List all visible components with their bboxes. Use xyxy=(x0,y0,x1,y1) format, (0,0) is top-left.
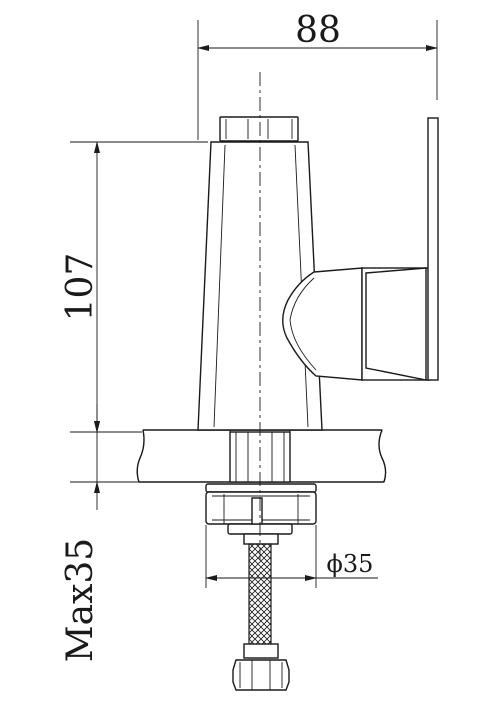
height-dimension: 107 xyxy=(60,141,208,433)
max-thickness-label: Max35 xyxy=(60,538,101,662)
width-label: 88 xyxy=(295,10,341,51)
height-label: 107 xyxy=(60,253,101,322)
hole-diameter-dimension: ϕ35 xyxy=(205,525,378,588)
hole-diameter-label: ϕ35 xyxy=(327,550,374,578)
mounting-nut xyxy=(205,483,317,535)
braided-hose xyxy=(232,533,290,691)
max-thickness-dimension: Max35 xyxy=(60,404,142,662)
width-dimension: 88 xyxy=(197,10,438,140)
faucet-body xyxy=(197,116,439,431)
